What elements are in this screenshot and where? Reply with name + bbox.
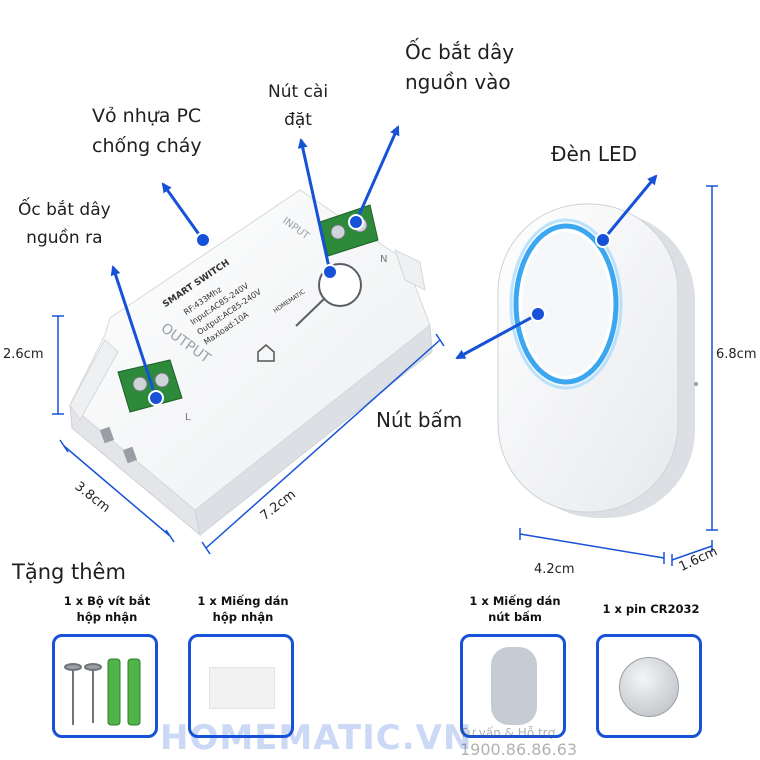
dim-button-height: 6.8cm	[716, 347, 757, 362]
watermark-support: Tư vấn & Hỗ trợ	[460, 726, 555, 740]
button-sticker-icon	[491, 647, 537, 725]
dim-receiver-height: 2.6cm	[3, 347, 44, 362]
print-terminal-n: N	[380, 254, 387, 265]
label-housing-line1: Vỏ nhựa PC	[92, 105, 202, 127]
label-housing-line2: chống cháy	[92, 135, 202, 157]
gift-title-screws: 1 x Bộ vít bắt hộp nhận	[52, 593, 162, 625]
gift-screws-line1: 1 x Bộ vít bắt	[63, 594, 151, 608]
label-input-line2: nguồn vào	[405, 70, 511, 94]
gift-battery-line1: 1 x pin CR2032	[602, 602, 700, 616]
print-terminal-l: L	[185, 412, 191, 423]
gift-title-receiver-sticker: 1 x Miếng dán hộp nhận	[186, 593, 300, 625]
gift-rsticker-line2: hộp nhận	[212, 610, 274, 624]
receiver-box	[69, 189, 433, 537]
wireless-button	[497, 203, 698, 518]
gift-screws-line2: hộp nhận	[76, 610, 138, 624]
gift-rsticker-line1: 1 x Miếng dán	[197, 594, 289, 608]
battery-icon	[619, 657, 679, 717]
gift-bsticker-line1: 1 x Miếng dán	[469, 594, 561, 608]
label-housing: Vỏ nhựa PC chống cháy	[92, 104, 202, 158]
label-setup-button: Nút cài đặt	[268, 80, 328, 132]
receiver-sticker-icon	[209, 667, 275, 709]
label-output-line1: Ốc bắt dây	[18, 200, 111, 220]
gift-box-screws	[52, 634, 158, 738]
label-led: Đèn LED	[551, 142, 638, 166]
label-input-line1: Ốc bắt dây	[405, 40, 515, 64]
dimension-lines	[52, 185, 718, 566]
dim-button-width: 4.2cm	[534, 562, 575, 577]
label-output-line2: nguồn ra	[26, 228, 103, 248]
callout-arrows	[110, 125, 658, 399]
label-setup-line2: đặt	[284, 110, 312, 130]
gift-title-battery: 1 x pin CR2032	[596, 601, 706, 617]
output-terminal	[117, 359, 183, 413]
label-button: Nút bấm	[376, 408, 463, 432]
gift-title-button-sticker: 1 x Miếng dán nút bấm	[458, 593, 572, 625]
screws-icon	[64, 658, 141, 726]
watermark-phone: 1900.86.86.63	[460, 740, 578, 759]
label-output-terminal: Ốc bắt dây nguồn ra	[18, 198, 111, 250]
label-setup-line1: Nút cài	[268, 82, 329, 102]
label-input-terminal: Ốc bắt dây nguồn vào	[405, 40, 514, 94]
gift-box-battery	[596, 634, 702, 738]
gift-box-button-sticker	[460, 634, 566, 738]
gift-bsticker-line2: nút bấm	[488, 610, 542, 624]
gift-box-receiver-sticker	[188, 634, 294, 738]
watermark-brand: HOMEMATIC.VN	[160, 718, 473, 758]
gifts-heading: Tặng thêm	[12, 560, 126, 584]
callout-anchors	[148, 214, 611, 406]
